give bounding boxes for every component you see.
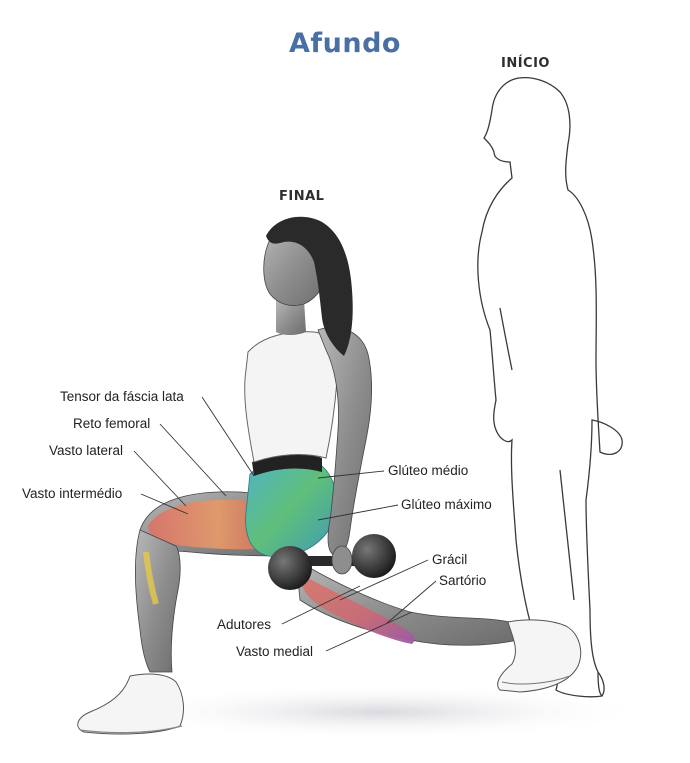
- leader-lines: [133, 396, 437, 652]
- final-phase-label: FINAL: [279, 189, 325, 204]
- label-reto-femoral: Reto femoral: [73, 416, 151, 431]
- floor-shadow: [110, 684, 650, 740]
- dumbbell: [268, 534, 396, 590]
- hair: [266, 216, 353, 356]
- back-shoe: [497, 619, 582, 693]
- page-title: Afundo: [289, 28, 401, 59]
- label-gracil: Grácil: [432, 552, 468, 567]
- label-vasto-medial: Vasto medial: [236, 644, 314, 659]
- label-gluteo-medio: Glúteo médio: [388, 463, 469, 478]
- label-gluteo-maximo: Glúteo máximo: [401, 497, 492, 512]
- label-tensor-fascia-lata: Tensor da fáscia lata: [60, 389, 184, 404]
- final-position-figure: [77, 216, 582, 735]
- start-position-figure: [477, 76, 623, 698]
- start-phase-label: INÍCIO: [501, 56, 550, 71]
- shirt: [244, 331, 339, 463]
- label-vasto-lateral: Vasto lateral: [49, 443, 124, 458]
- label-adutores: Adutores: [217, 617, 272, 632]
- front-shoe: [77, 673, 184, 735]
- adductors-sartorius-muscles: [300, 574, 415, 644]
- label-sartorio: Sartório: [439, 573, 487, 588]
- label-vasto-intermedio: Vasto intermédio: [22, 486, 123, 501]
